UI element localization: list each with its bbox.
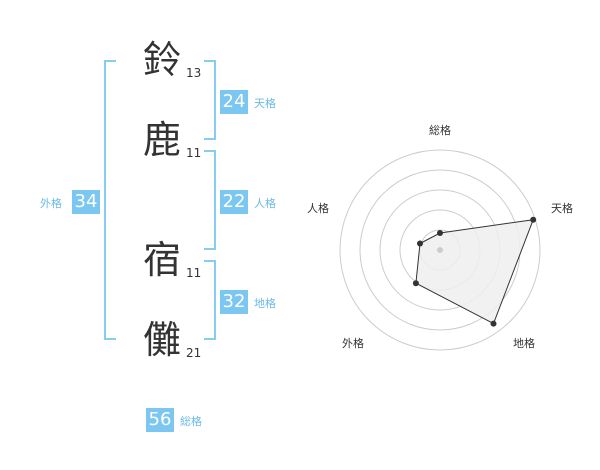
soukaku-value: 56 [146,408,174,432]
name-char-4: 儺 [142,318,181,362]
stroke-count-3: 11 [186,266,202,280]
radar-axis-label-jinkaku: 人格 [307,201,329,215]
chikaku-bracket [204,260,216,340]
jinkaku-label: 人格 [254,197,276,210]
gaikaku-label: 外格 [40,197,62,210]
radar-axis-label-tenkaku: 天格 [551,201,573,215]
stroke-count-2: 11 [186,146,202,160]
radar-point-2 [530,216,537,223]
name-char-1: 鈴 [142,38,181,82]
chikaku-label: 地格 [254,297,276,310]
radar-center-dot [437,247,443,253]
radar-point-4 [412,280,419,287]
radar-points [412,216,537,327]
soukaku-label: 総格 [180,415,202,428]
jinkaku-value: 22 [220,190,248,214]
radar-axis-label-soukaku: 総格 [429,123,451,137]
tenkaku-value: 24 [220,90,248,114]
radar-point-5 [417,240,423,247]
radar-point-1 [437,230,443,236]
chikaku-value: 32 [220,290,248,314]
gaikaku-bracket [104,60,116,340]
tenkaku-label: 天格 [254,97,276,110]
radar-axis-label-gaikaku: 外格 [342,336,364,350]
name-char-2: 鹿 [142,118,181,162]
tenkaku-bracket [204,60,216,140]
stroke-count-1: 13 [186,66,202,80]
radar-point-3 [490,320,497,327]
gaikaku-value: 34 [72,190,100,214]
stroke-count-4: 21 [186,346,202,360]
radar-ring [339,149,541,351]
jinkaku-bracket [204,150,216,250]
radar-area [415,219,534,325]
radar-axis-label-chikaku: 地格 [513,336,535,350]
name-char-3: 宿 [142,238,181,282]
